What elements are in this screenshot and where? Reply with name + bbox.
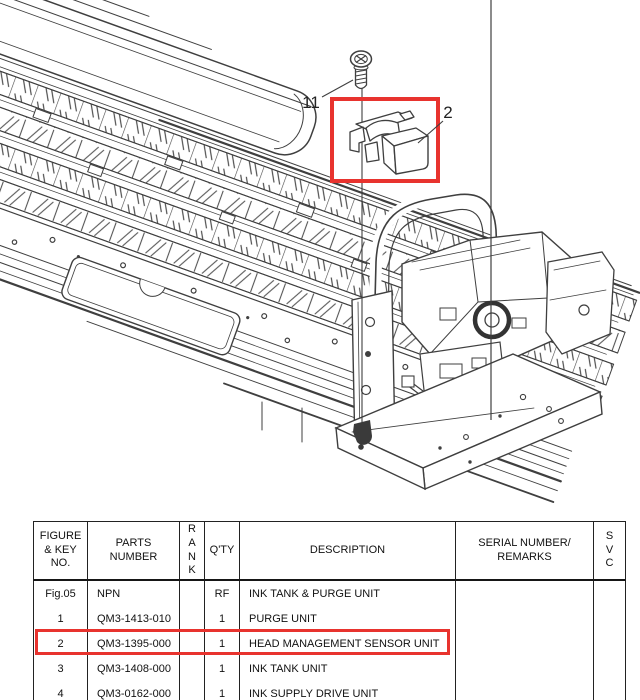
- diagram-highlight-box: [330, 97, 440, 183]
- cell-serial: [456, 606, 594, 631]
- cell-parts: QM3-1413-010: [88, 606, 180, 631]
- purge-unit-assembly: [261, 188, 615, 491]
- cell-description: PURGE UNIT: [240, 606, 456, 631]
- header-rank: R A N K: [180, 522, 205, 581]
- cell-figure: 1: [33, 606, 88, 631]
- table-row: 4 QM3-0162-000 1 INK SUPPLY DRIVE UNIT: [33, 681, 626, 700]
- printer-diagram-svg: 11 2: [0, 0, 640, 503]
- parts-table: FIGURE & KEY NO. PARTS NUMBER R A N K Q'…: [33, 521, 626, 700]
- cell-qty: 1: [205, 631, 240, 656]
- cell-figure: 2: [33, 631, 88, 656]
- cell-parts: QM3-1395-000: [88, 631, 180, 656]
- base-plate: [334, 353, 603, 491]
- cell-parts: QM3-1408-000: [88, 656, 180, 681]
- cell-rank: [180, 656, 205, 681]
- cell-qty: 1: [205, 681, 240, 700]
- table-row: 3 QM3-1408-000 1 INK TANK UNIT: [33, 656, 626, 681]
- callout-label-11: 11: [302, 93, 320, 112]
- sensor-unit-part: [349, 110, 429, 175]
- cell-rank: [180, 681, 205, 700]
- table-row: 1 QM3-1413-010 1 PURGE UNIT: [33, 606, 626, 631]
- screw-part: [349, 50, 373, 90]
- cell-parts: QM3-0162-000: [88, 681, 180, 700]
- header-figure-key: FIGURE & KEY NO.: [33, 522, 88, 581]
- cell-figure: 3: [33, 656, 88, 681]
- header-qty: Q'TY: [205, 522, 240, 581]
- cell-qty: 1: [205, 656, 240, 681]
- table-row: Fig.05 NPN RF INK TANK & PURGE UNIT: [33, 581, 626, 606]
- cell-qty: RF: [205, 581, 240, 606]
- cell-serial: [456, 581, 594, 606]
- cell-description: INK TANK UNIT: [240, 656, 456, 681]
- cell-description: HEAD MANAGEMENT SENSOR UNIT: [240, 631, 456, 656]
- cell-svc: [594, 631, 626, 656]
- cell-rank: [180, 581, 205, 606]
- callout-label-2: 2: [443, 103, 452, 122]
- cell-svc: [594, 681, 626, 700]
- screw-axis-line: [353, 88, 372, 450]
- header-description: DESCRIPTION: [240, 522, 456, 581]
- cell-serial: [456, 631, 594, 656]
- front-panel: [61, 256, 241, 356]
- cell-svc: [594, 581, 626, 606]
- cell-description: INK TANK & PURGE UNIT: [240, 581, 456, 606]
- parts-table-header-row: FIGURE & KEY NO. PARTS NUMBER R A N K Q'…: [33, 522, 626, 581]
- exploded-view-diagram: 11 2: [0, 0, 640, 503]
- cell-description: INK SUPPLY DRIVE UNIT: [240, 681, 456, 700]
- cell-parts: NPN: [88, 581, 180, 606]
- cell-figure: Fig.05: [33, 581, 88, 606]
- cell-svc: [594, 606, 626, 631]
- cell-rank: [180, 631, 205, 656]
- header-parts-number: PARTS NUMBER: [88, 522, 180, 581]
- leader-line-11: [321, 79, 354, 98]
- header-serial-remarks: SERIAL NUMBER/ REMARKS: [456, 522, 594, 581]
- cell-qty: 1: [205, 606, 240, 631]
- cell-serial: [456, 681, 594, 700]
- table-row-highlighted: 2 QM3-1395-000 1 HEAD MANAGEMENT SENSOR …: [33, 631, 626, 656]
- cell-rank: [180, 606, 205, 631]
- cell-svc: [594, 656, 626, 681]
- header-svc: S V C: [594, 522, 626, 581]
- cell-figure: 4: [33, 681, 88, 700]
- leader-line-2: [417, 120, 444, 144]
- cell-serial: [456, 656, 594, 681]
